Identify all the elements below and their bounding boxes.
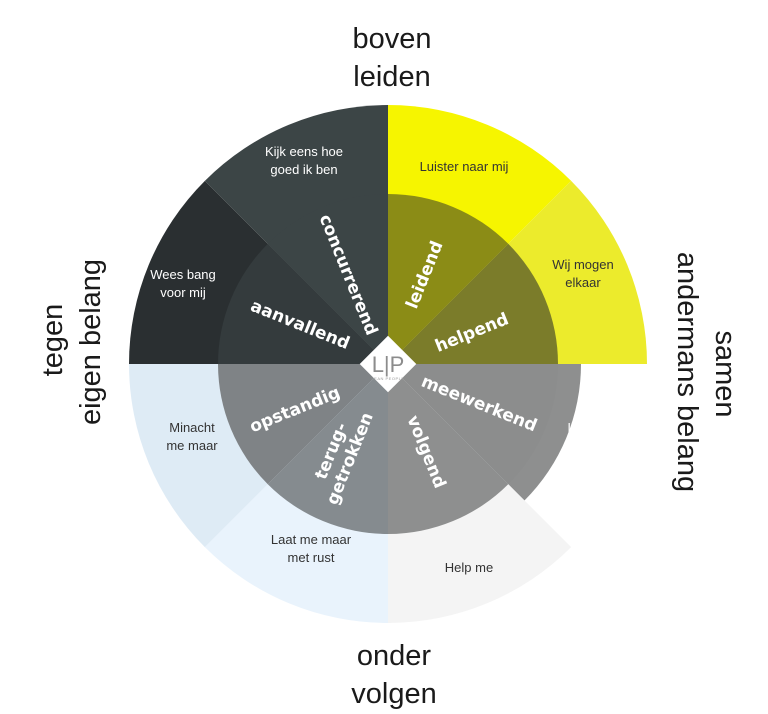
outer-label-4: Laat me maar met rust [271, 532, 352, 565]
inner-segment-0 [388, 194, 509, 364]
outer-label-1: Wij mogen elkaar [552, 257, 613, 290]
outer-label-line: Laat me maar [271, 532, 352, 547]
outer-label-line: Wij mogen [552, 257, 613, 272]
inner-ring [217, 194, 558, 534]
outer-label-line: me maar [166, 438, 218, 453]
outer-label-3: Help me [445, 560, 493, 575]
inner-segment-5 [218, 364, 388, 485]
outer-label-line: goed ik ben [270, 162, 337, 177]
outer-label-line: elkaar [565, 275, 601, 290]
outer-label-6: Wees bang voor mij [150, 267, 216, 300]
logo-subtext: LEAN PEOPLE [371, 376, 404, 381]
inner-segment-6 [217, 243, 388, 364]
inner-label-4: terug-getrokken [304, 402, 378, 508]
outer-label-line: voor mij [160, 285, 206, 300]
outer-label-0: Luister naar mij [420, 159, 509, 174]
inner-segment-1 [388, 243, 558, 364]
outer-label-2: Ik doe wat jij wilt [567, 420, 627, 453]
outer-label-7: Kijk eens hoe goed ik ben [265, 144, 343, 177]
outer-label-line: Luister naar mij [420, 159, 509, 174]
axis-label-left-1: tegen [37, 304, 69, 377]
inner-segment-3 [388, 364, 509, 534]
outer-label-line: Ik doe wat [567, 420, 627, 435]
axis-label-right-2: andermans belang [671, 252, 703, 492]
axis-label-right-1: samen [709, 330, 741, 417]
inner-segment-2 [388, 364, 558, 485]
outer-label-line: Wees bang [150, 267, 216, 282]
inner-segment-7 [267, 194, 388, 364]
outer-label-line: Help me [445, 560, 493, 575]
axis-label-top-1: boven [352, 23, 431, 55]
outer-label-5: Minacht me maar [166, 420, 218, 453]
axis-label-left-2: eigen belang [75, 259, 107, 425]
axis-label-bottom-2: volgen [351, 678, 436, 710]
outer-label-line: jij wilt [580, 438, 612, 453]
outer-label-line: Minacht [169, 420, 215, 435]
inner-segment-4 [267, 364, 388, 534]
logo-text: L|P [372, 352, 405, 377]
axis-label-bottom-1: onder [357, 640, 432, 672]
outer-label-line: Kijk eens hoe [265, 144, 343, 159]
axis-label-top-2: leiden [353, 61, 430, 93]
outer-label-line: met rust [288, 550, 335, 565]
